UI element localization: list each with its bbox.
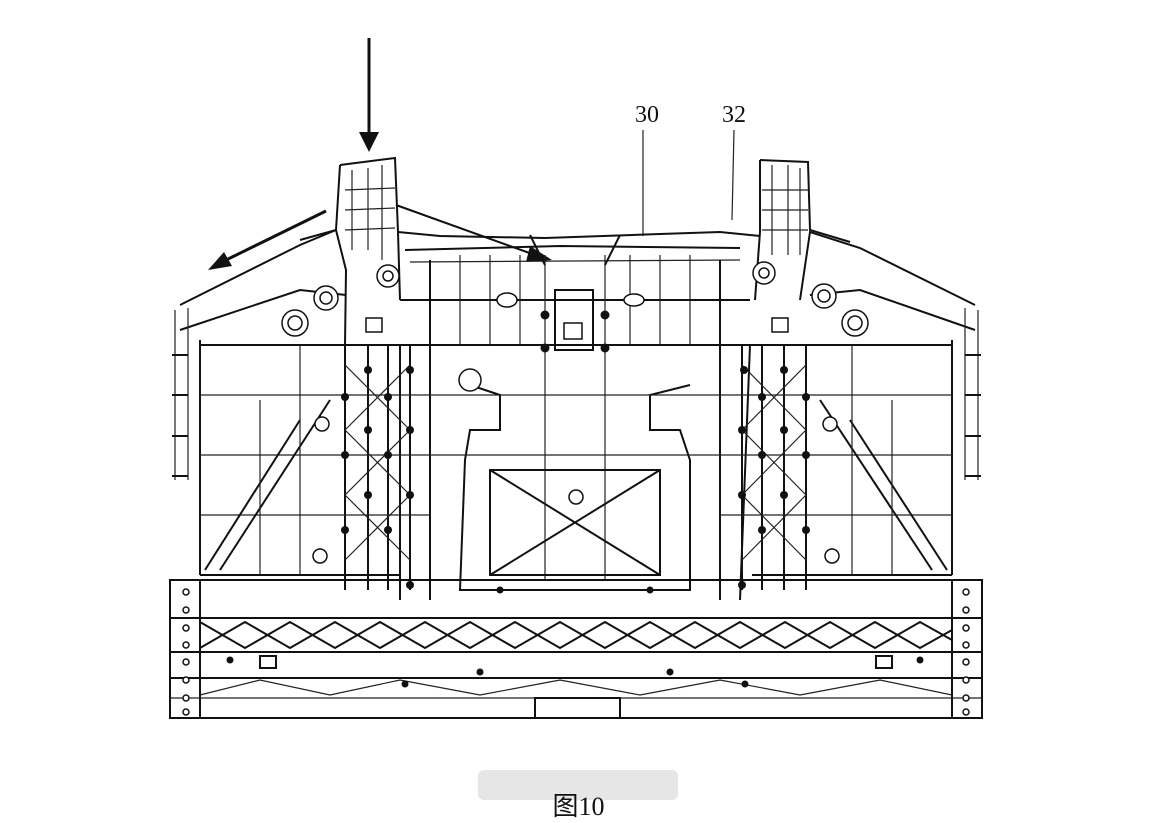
right-lattice (720, 345, 952, 590)
figure-caption: 图10 (552, 792, 605, 821)
left-lattice (200, 345, 430, 590)
side-bolts (172, 354, 981, 716)
mounting-holes (281, 261, 869, 564)
arrow-down (359, 38, 379, 152)
top-crossmember (397, 230, 761, 346)
lattice-nodes (226, 310, 924, 688)
leader-line-32 (731, 129, 735, 221)
bottom-beam (169, 579, 983, 719)
part-label-32: 32 (722, 102, 746, 128)
scan-smudge (478, 770, 678, 800)
main-body-outline (200, 344, 952, 601)
right-wing (799, 230, 979, 575)
center-panel (429, 234, 721, 600)
part-label-30: 30 (635, 102, 659, 128)
arrow-left (208, 209, 327, 270)
